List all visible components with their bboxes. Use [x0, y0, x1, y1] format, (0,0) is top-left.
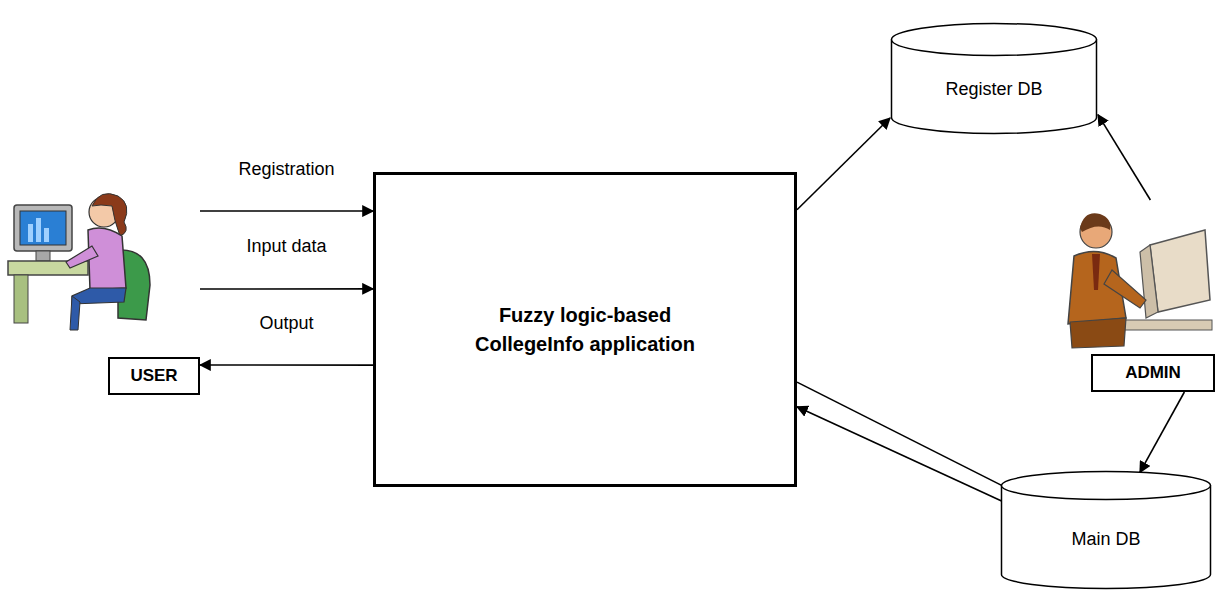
bar: [36, 218, 41, 242]
legs: [1070, 318, 1126, 348]
flow-label: Input data: [243, 236, 329, 257]
admin-figure: [1068, 213, 1212, 348]
flow-arrow: [200, 288, 373, 290]
monitor: [14, 205, 72, 251]
actor-node: USER: [5, 195, 200, 395]
cylinder-top: [892, 24, 1097, 56]
shin: [70, 296, 80, 330]
bar: [44, 228, 49, 242]
cylinder-outline: [890, 22, 1098, 135]
actor-name: USER: [130, 364, 177, 389]
screen: [20, 211, 66, 245]
monitor-side: [1140, 245, 1158, 318]
application-box: Fuzzy logic-based CollegeInfo applicatio…: [373, 172, 797, 487]
tie: [1092, 254, 1100, 290]
database-cylinder: Main DB: [1000, 470, 1212, 590]
actor-label-box: ADMIN: [1091, 354, 1215, 392]
cylinder-text-area: Main DB: [1000, 500, 1212, 579]
database-name: Main DB: [1071, 526, 1140, 552]
flow-arrow: [200, 210, 373, 212]
flow-label: Output: [256, 313, 316, 334]
user-figure: [8, 194, 150, 330]
arm: [66, 246, 98, 268]
cylinder-top: [1002, 472, 1211, 500]
monitor: [1150, 230, 1210, 312]
database-cylinder: Register DB: [890, 22, 1098, 135]
flow-arrow: [797, 382, 1002, 485]
flow-arrow: [1098, 115, 1150, 200]
cylinder-body: [1002, 486, 1211, 589]
flow-label: Registration: [235, 159, 337, 180]
application-title: Fuzzy logic-based CollegeInfo applicatio…: [455, 301, 715, 359]
actor-node: ADMIN: [1045, 200, 1215, 392]
cylinder-text-area: Register DB: [890, 56, 1098, 122]
flow-arrow: [200, 364, 373, 366]
desk: [1120, 320, 1212, 330]
flow-arrow: [797, 407, 1002, 502]
database-name: Register DB: [945, 76, 1042, 102]
flow-arrow: [797, 118, 890, 210]
desk-leg: [14, 275, 28, 323]
torso: [88, 228, 126, 290]
hair: [1080, 213, 1110, 232]
monitor-stand: [36, 251, 50, 261]
bar: [28, 224, 33, 242]
actor-name: ADMIN: [1125, 361, 1181, 386]
flow-arrow: [1140, 392, 1184, 472]
actor-label-box: USER: [108, 357, 200, 395]
arm: [1104, 270, 1146, 308]
